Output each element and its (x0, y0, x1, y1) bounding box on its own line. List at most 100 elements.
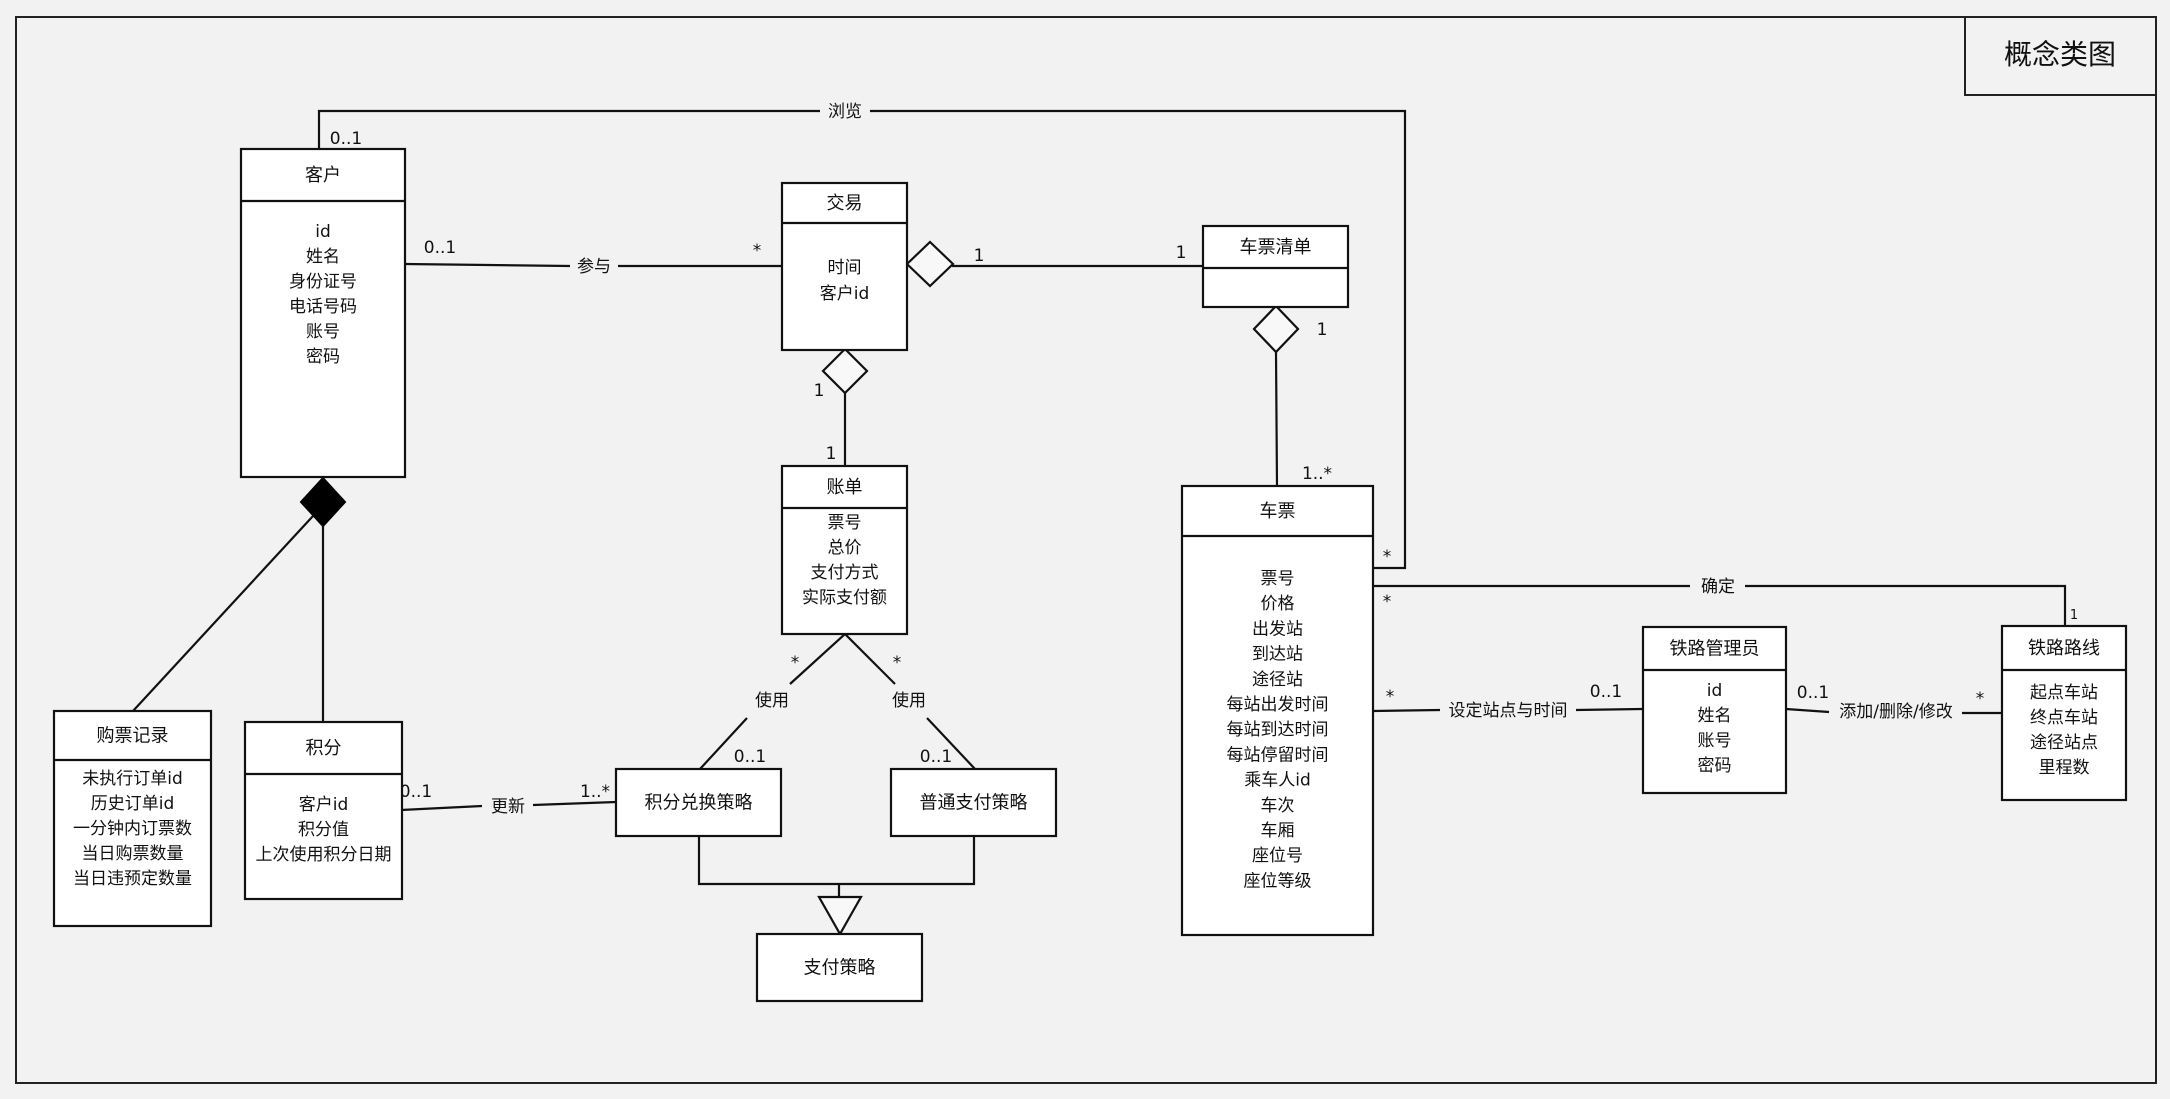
class-box (2000, 624, 2128, 802)
use-points-mult-strategy: 0..1 (734, 747, 766, 767)
customer-composition-diamond (299, 476, 347, 528)
modify-label: 添加/删除/修改 (1839, 702, 1952, 722)
class-box (1180, 484, 1375, 937)
browse-line (317, 109, 820, 149)
class-points-strategy: 积分兑换策略 (614, 767, 783, 838)
update-line-right (532, 800, 617, 807)
class-attribute: 当日违预定数量 (73, 869, 192, 889)
update-label: 更新 (491, 797, 525, 817)
class-attribute: 一分钟内订票数 (73, 819, 192, 839)
class-attribute: 密码 (306, 347, 340, 367)
browse-line-2 (870, 109, 1407, 570)
class-name: 支付策略 (804, 958, 876, 979)
set-station-line-left (1372, 708, 1441, 713)
list-aggregation-diamond (1252, 304, 1300, 354)
class-pay-strategy: 支付策略 (755, 932, 924, 1003)
list-ticket-mult-ticket: 1..* (1302, 464, 1332, 484)
class-box (889, 767, 1058, 838)
class-attribute: 姓名 (306, 247, 340, 267)
generalization-line (697, 837, 976, 886)
class-attribute: 座位号 (1252, 846, 1303, 866)
generalization-triangle (817, 895, 863, 937)
transaction-bill-mult-transaction: 1 (814, 381, 825, 401)
class-attribute: 客户id (820, 284, 870, 304)
class-attribute: 客户id (299, 795, 349, 815)
class-name: 积分兑换策略 (645, 793, 753, 814)
list-ticket-line (1274, 351, 1279, 487)
class-box (239, 147, 407, 479)
class-attribute: 积分值 (298, 820, 349, 840)
class-box (52, 709, 213, 928)
participate-mult-customer: 0..1 (424, 238, 456, 258)
use-points-mult-bill: * (791, 653, 800, 673)
update-line-left (400, 804, 483, 812)
class-attribute: 姓名 (1698, 706, 1732, 726)
frame-title-box (1964, 16, 2157, 96)
use-points-label: 使用 (755, 690, 789, 711)
class-ticket: 车票票号价格出发站到达站途径站每站出发时间每站到达时间每站停留时间乘车人id车次… (1180, 484, 1375, 937)
class-boxes: 客户id姓名身份证号电话号码账号密码交易时间客户id车票清单账单票号总价支付方式… (52, 147, 2128, 1003)
use-points-line-a (789, 633, 846, 685)
confirm-label: 确定 (1701, 577, 1735, 597)
class-attribute: 票号 (1261, 569, 1295, 589)
browse-mult-customer: 0..1 (330, 129, 362, 149)
class-attribute: 车次 (1261, 796, 1295, 816)
browse-label: 浏览 (828, 102, 862, 122)
update-mult-strategy: 1..* (580, 782, 610, 802)
transaction-list-mult-list: 1 (1176, 243, 1187, 263)
class-attribute: 密码 (1698, 756, 1732, 776)
class-box (614, 767, 783, 838)
class-box (1201, 224, 1350, 309)
transaction-list-mult-transaction: 1 (974, 246, 985, 266)
class-attribute: 身份证号 (289, 272, 357, 292)
modify-line-left (1785, 707, 1830, 714)
class-name: 账单 (827, 477, 863, 498)
class-attribute: 价格 (1261, 594, 1295, 614)
set-station-mult-admin: 0..1 (1590, 682, 1622, 702)
class-attribute: 终点车站 (2030, 708, 2098, 728)
class-attribute: 支付方式 (811, 563, 879, 583)
modify-mult-admin: 0..1 (1797, 683, 1829, 703)
class-attribute: 历史订单id (91, 794, 175, 814)
set-station-mult-ticket: * (1386, 687, 1395, 707)
class-box (755, 932, 924, 1003)
list-ticket-mult-list: 1 (1317, 320, 1328, 340)
transaction-aggregation-diamond (905, 240, 955, 288)
use-normal-mult-strategy: 0..1 (920, 747, 952, 767)
participate-label: 参与 (577, 257, 611, 277)
class-attribute: 上次使用积分日期 (256, 844, 392, 865)
class-name: 购票记录 (97, 726, 169, 747)
class-attribute: 途径站点 (2030, 733, 2098, 753)
set-station-label: 设定站点与时间 (1449, 701, 1568, 721)
class-attribute: 账号 (306, 322, 340, 342)
class-attribute: 实际支付额 (802, 588, 887, 608)
modify-mult-route: * (1976, 689, 1985, 709)
class-attribute: 每站停留时间 (1227, 745, 1329, 765)
diagram-frame (15, 16, 2157, 1084)
use-normal-mult-bill: * (893, 653, 902, 673)
use-normal-line-a (844, 633, 896, 685)
confirm-mult-route: 1 (2070, 608, 2078, 623)
participate-line-left (404, 262, 571, 268)
participate-mult-transaction: * (753, 241, 762, 261)
class-normal-strategy: 普通支付策略 (889, 767, 1058, 838)
class-box (243, 720, 404, 901)
use-normal-line-b (926, 717, 976, 770)
class-name: 交易 (827, 193, 863, 214)
class-box (780, 181, 909, 352)
class-attribute: 总价 (828, 538, 862, 558)
class-attribute: 每站出发时间 (1227, 695, 1329, 715)
class-name: 积分 (306, 738, 342, 759)
class-attribute: 未执行订单id (82, 769, 183, 789)
class-attribute: 每站到达时间 (1227, 720, 1329, 740)
class-attribute: 途径站 (1252, 670, 1303, 690)
confirm-mult-ticket: * (1383, 592, 1392, 612)
class-attribute: id (1707, 681, 1723, 701)
class-attribute: 座位等级 (1244, 871, 1312, 891)
set-station-line-right (1575, 707, 1643, 712)
class-name: 铁路管理员 (1670, 639, 1760, 660)
